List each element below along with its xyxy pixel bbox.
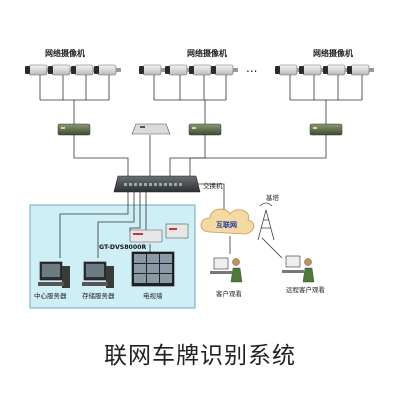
camera-group-label-1: 网络摄像机: [45, 48, 85, 58]
tower-label: 基塔: [266, 193, 280, 202]
internet-cloud: [200, 208, 255, 235]
camera-icon: [322, 64, 351, 76]
network-switch: [113, 175, 201, 193]
switch-label: 交换机: [203, 181, 223, 190]
storage-server-label: 存储服务器: [82, 291, 115, 300]
center-device: [131, 123, 171, 135]
dvr-label: GT-DVS8000R: [99, 244, 146, 251]
ellipsis-text: ...: [246, 61, 257, 75]
encoder-3: [309, 123, 343, 136]
tv-wall: [131, 251, 175, 287]
cameras: [24, 64, 375, 76]
camera-group-label-2: 网络摄像机: [187, 48, 227, 58]
encoder-1: [57, 123, 91, 136]
camera-icon: [24, 64, 53, 76]
tower-icon: [257, 202, 275, 241]
encoder-2: [188, 123, 222, 136]
camera-icon: [93, 64, 122, 76]
camera-icon: [210, 64, 239, 76]
camera-icon: [70, 64, 99, 76]
dvr-device: [129, 223, 189, 243]
center-server-icon: [38, 261, 70, 288]
tv-wall-label: 电视墙: [143, 291, 163, 300]
remote-client-icon: [282, 255, 315, 283]
camera-icon: [298, 64, 327, 76]
camera-group-label-3: 网络摄像机: [313, 48, 353, 58]
camera-icon: [138, 64, 167, 76]
storage-server-icon: [82, 261, 114, 288]
camera-icon: [164, 64, 193, 76]
camera-icon: [274, 64, 303, 76]
client-label: 客户观看: [216, 289, 243, 298]
diagram-caption: 联网车牌识别系统: [104, 343, 296, 369]
connection-lines: [39, 75, 363, 259]
center-server-label: 中心服务器: [34, 291, 67, 300]
camera-icon: [346, 64, 375, 76]
cloud-label: 互联网: [216, 220, 237, 229]
remote-client-label: 远程客户观看: [286, 285, 326, 294]
client-operator-icon: [210, 257, 243, 283]
camera-icon: [47, 64, 76, 76]
